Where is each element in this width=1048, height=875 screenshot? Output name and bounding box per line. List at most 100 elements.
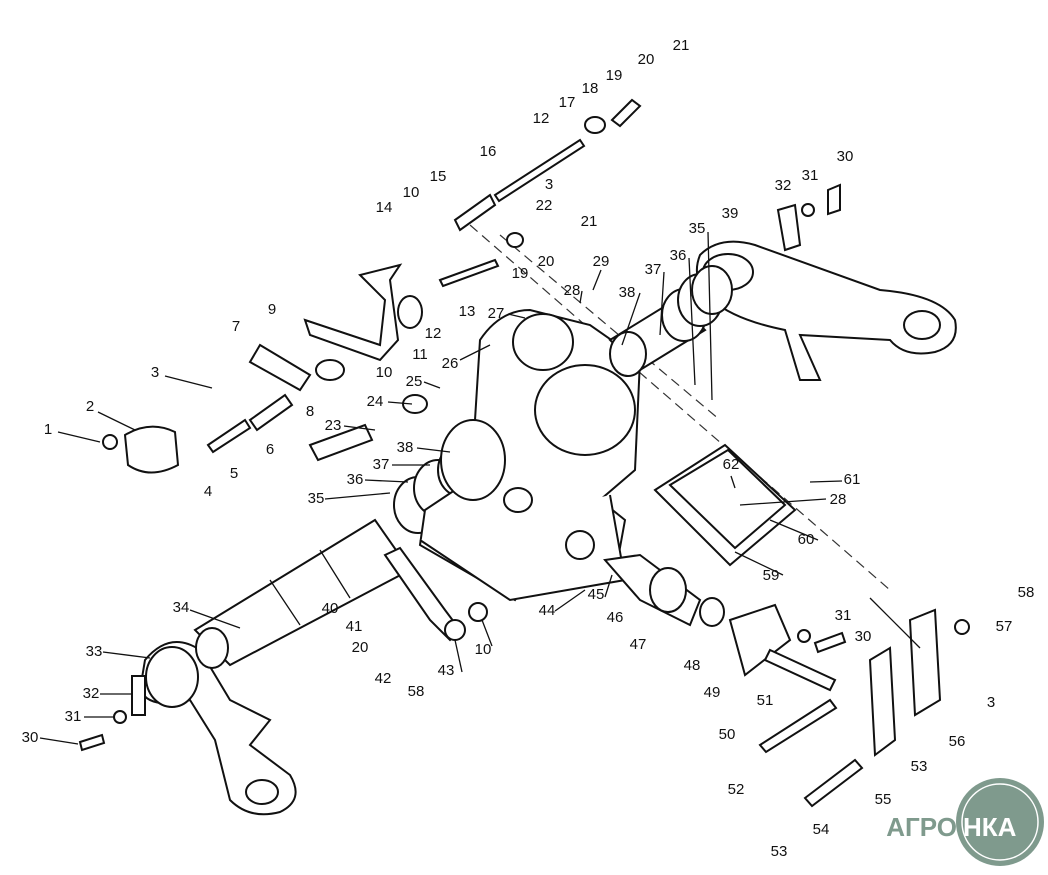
part-label: 44 — [539, 602, 556, 619]
part-label: 57 — [996, 618, 1013, 635]
part-label: 43 — [438, 662, 455, 679]
part-label: 3 — [151, 364, 159, 381]
part-label: 54 — [813, 821, 830, 838]
part-label: 9 — [268, 301, 276, 318]
lift-shaft — [193, 518, 412, 669]
part-label: 46 — [607, 609, 624, 626]
lower-lever — [383, 546, 488, 642]
part-label: 19 — [606, 67, 623, 84]
lift-housing — [418, 308, 642, 602]
part-label: 47 — [630, 636, 647, 653]
part-label: 51 — [757, 692, 774, 709]
part-label: 27 — [488, 305, 505, 322]
left-lift-arm — [138, 641, 297, 816]
part-label: 37 — [645, 261, 662, 278]
part-label: 55 — [875, 791, 892, 808]
part-label: 30 — [837, 148, 854, 165]
logo-text-left: АГРО — [886, 812, 957, 842]
logo-text-right: НКА — [963, 812, 1017, 842]
part-label: 30 — [855, 628, 872, 645]
part-label: 28 — [830, 491, 847, 508]
part-label: 20 — [638, 51, 655, 68]
part-label: 10 — [475, 641, 492, 658]
fasteners — [78, 183, 970, 752]
part-label: 1 — [44, 421, 52, 438]
part-label: 49 — [704, 684, 721, 701]
top-control-shaft — [438, 98, 642, 288]
leader-lines — [39, 231, 843, 745]
part-label: 58 — [1018, 584, 1035, 601]
part-label: 35 — [689, 220, 706, 237]
part-label: 48 — [684, 657, 701, 674]
part-label: 53 — [911, 758, 928, 775]
part-label: 29 — [593, 253, 610, 270]
part-label: 8 — [306, 403, 314, 420]
part-label: 2 — [86, 398, 94, 415]
part-label: 52 — [728, 781, 745, 798]
part-label: 20 — [538, 253, 555, 270]
part-label: 36 — [347, 471, 364, 488]
part-label: 50 — [719, 726, 736, 743]
cover-plate — [653, 443, 797, 567]
part-label: 10 — [403, 184, 420, 201]
part-label: 16 — [480, 143, 497, 160]
part-label: 20 — [352, 639, 369, 656]
part-label: 31 — [835, 607, 852, 624]
part-label: 3 — [987, 694, 995, 711]
part-label: 61 — [844, 471, 861, 488]
part-labels: 1 2 3 4 5 6 7 8 9 10 11 12 13 14 15 16 1… — [22, 37, 1035, 860]
part-label: 24 — [367, 393, 384, 410]
part-label: 14 — [376, 199, 393, 216]
part-label: 22 — [536, 197, 553, 214]
part-label: 59 — [763, 567, 780, 584]
part-label: 17 — [559, 94, 576, 111]
part-label: 31 — [65, 708, 82, 725]
part-label: 12 — [425, 325, 442, 342]
part-label: 6 — [266, 441, 274, 458]
part-label: 41 — [346, 618, 363, 635]
part-label: 13 — [459, 303, 476, 320]
part-label: 56 — [949, 733, 966, 750]
part-label: 58 — [408, 683, 425, 700]
part-label: 26 — [442, 355, 459, 372]
part-label: 5 — [230, 465, 238, 482]
part-label: 10 — [376, 364, 393, 381]
part-label: 30 — [22, 729, 39, 746]
part-label: 18 — [582, 80, 599, 97]
part-label: 35 — [308, 490, 325, 507]
part-label: 23 — [325, 417, 342, 434]
part-label: 7 — [232, 318, 240, 335]
part-label: 32 — [775, 177, 792, 194]
agronka-logo: АГРО НКА — [886, 778, 1044, 866]
part-label: 15 — [430, 168, 447, 185]
seal-rings-right — [608, 265, 733, 377]
right-lift-arm — [696, 240, 957, 381]
part-label: 28 — [564, 282, 581, 299]
part-label: 3 — [545, 176, 553, 193]
part-label: 36 — [670, 247, 687, 264]
control-linkage — [102, 263, 428, 474]
part-label: 32 — [83, 685, 100, 702]
part-label: 11 — [412, 346, 428, 363]
part-label: 21 — [581, 213, 598, 230]
part-label: 53 — [771, 843, 788, 860]
part-label: 33 — [86, 643, 103, 660]
part-label: 62 — [723, 456, 740, 473]
part-label: 45 — [588, 586, 605, 603]
part-label: 38 — [397, 439, 414, 456]
part-label: 25 — [406, 373, 423, 390]
part-label: 38 — [619, 284, 636, 301]
part-label: 31 — [802, 167, 819, 184]
part-label: 12 — [533, 110, 550, 127]
part-label: 4 — [204, 483, 212, 500]
part-label: 39 — [722, 205, 739, 222]
part-label: 19 — [512, 265, 529, 282]
part-label: 42 — [375, 670, 392, 687]
part-label: 40 — [322, 600, 339, 617]
assembly-axis-line — [469, 224, 891, 591]
part-label: 34 — [173, 599, 190, 616]
part-label: 21 — [673, 37, 690, 54]
spring-valve-assembly — [603, 553, 942, 808]
